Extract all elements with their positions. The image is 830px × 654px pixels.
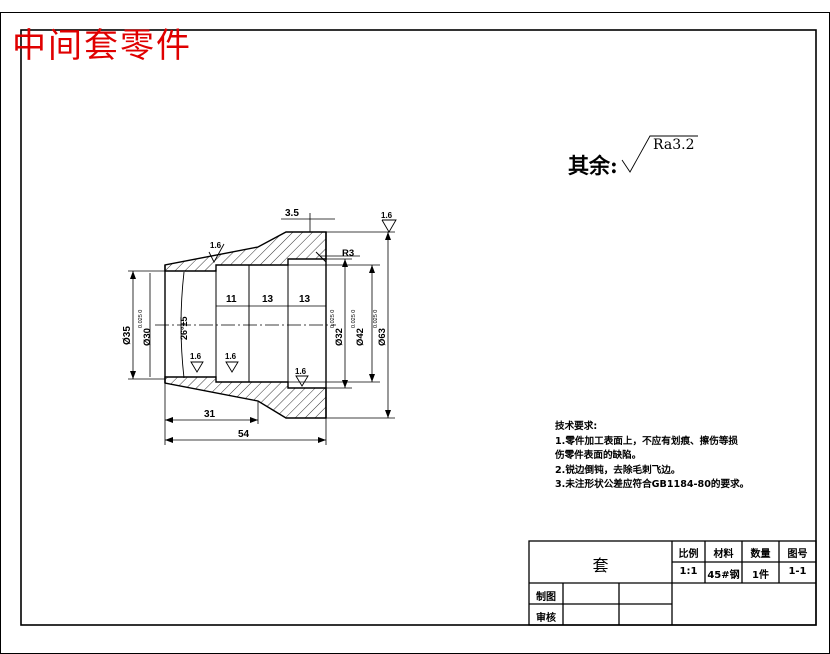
dim-d42: Ø42 0.025 0 bbox=[351, 310, 366, 346]
roughness-icon bbox=[621, 135, 698, 173]
value-scale: 1:1 bbox=[679, 566, 698, 577]
dim-54: 54 bbox=[238, 429, 250, 440]
value-quantity: 1件 bbox=[752, 570, 769, 581]
dim-d35: Ø35 bbox=[122, 326, 133, 345]
part-name: 套 bbox=[592, 556, 609, 575]
roughness-icon bbox=[295, 375, 309, 387]
svg-text:0.025 0: 0.025 0 bbox=[373, 310, 379, 328]
roughness-symbols bbox=[190, 135, 698, 387]
dim-taper: 26°±5 bbox=[179, 316, 189, 340]
dim-d63: Ø63 0.025 0 bbox=[373, 310, 388, 346]
svg-text:0.025 0: 0.025 0 bbox=[351, 310, 357, 328]
header-drawing-no: 图号 bbox=[787, 549, 808, 560]
tech-requirements: 技术要求: 1.零件加工表面上，不应有划痕、擦伤等损 伤零件表面的缺陷。 2.锐… bbox=[555, 420, 749, 493]
ra-text: 1.6 bbox=[225, 352, 237, 361]
checked-by-label: 审核 bbox=[536, 613, 556, 624]
svg-text:0.025 0: 0.025 0 bbox=[138, 310, 144, 328]
surface-note-value: Ra3.2 bbox=[653, 137, 695, 153]
chamfer-r3 bbox=[315, 251, 327, 263]
roughness-icon bbox=[225, 361, 239, 373]
dim-3-5: 3.5 bbox=[285, 208, 299, 219]
tech-line: 伤零件表面的缺陷。 bbox=[555, 450, 642, 462]
svg-text:26°±5: 26°±5 bbox=[179, 316, 189, 340]
dim-11: 11 bbox=[226, 294, 237, 305]
roughness-icon bbox=[190, 361, 204, 373]
bore-lines bbox=[165, 259, 327, 388]
dim-31: 31 bbox=[204, 409, 216, 420]
dim-13b: 13 bbox=[299, 294, 311, 305]
drawing-title: 中间套零件 bbox=[12, 26, 192, 66]
tech-line: 3.未注形状公差应符合GB1184-80的要求。 bbox=[555, 479, 750, 491]
dim-13a: 13 bbox=[262, 294, 274, 305]
dim-r3: R3 bbox=[342, 248, 354, 259]
dim-d30: Ø30 0.025 0 bbox=[138, 310, 153, 346]
ra-text: 1.6 bbox=[295, 367, 307, 376]
inner-frame bbox=[20, 29, 817, 626]
tech-line: 2.锐边倒钝，去除毛刺飞边。 bbox=[555, 464, 681, 476]
value-drawing-no: 1-1 bbox=[788, 566, 807, 577]
ra-text: 1.6 bbox=[210, 241, 222, 250]
value-material: 45#钢 bbox=[707, 570, 740, 581]
taper-line bbox=[180, 271, 185, 379]
svg-text:Ø63: Ø63 bbox=[377, 328, 388, 346]
svg-text:Ø35: Ø35 bbox=[122, 326, 133, 345]
surface-note-label: 其余: bbox=[568, 153, 618, 178]
ra-text: 1.6 bbox=[190, 352, 202, 361]
svg-text:Ø32: Ø32 bbox=[334, 328, 345, 346]
header-scale: 比例 bbox=[678, 549, 699, 560]
roughness-icon bbox=[381, 219, 397, 233]
header-material: 材料 bbox=[713, 549, 734, 560]
drawn-by-label: 制图 bbox=[536, 592, 556, 603]
roughness-icon bbox=[208, 243, 225, 263]
tech-line: 1.零件加工表面上，不应有划痕、擦伤等损 bbox=[555, 435, 739, 447]
dimension-lines bbox=[128, 213, 395, 445]
dim-d32: Ø32 0.025 0 bbox=[330, 310, 345, 346]
ra-text: 1.6 bbox=[381, 211, 393, 220]
tech-heading: 技术要求: bbox=[555, 421, 598, 432]
section-lower bbox=[164, 376, 327, 419]
header-quantity: 数量 bbox=[750, 549, 771, 560]
dimension-arrows bbox=[130, 232, 391, 443]
svg-text:Ø42: Ø42 bbox=[355, 328, 366, 346]
svg-text:Ø30: Ø30 bbox=[142, 328, 153, 346]
svg-text:0.025 0: 0.025 0 bbox=[330, 310, 336, 328]
title-block bbox=[528, 540, 817, 626]
